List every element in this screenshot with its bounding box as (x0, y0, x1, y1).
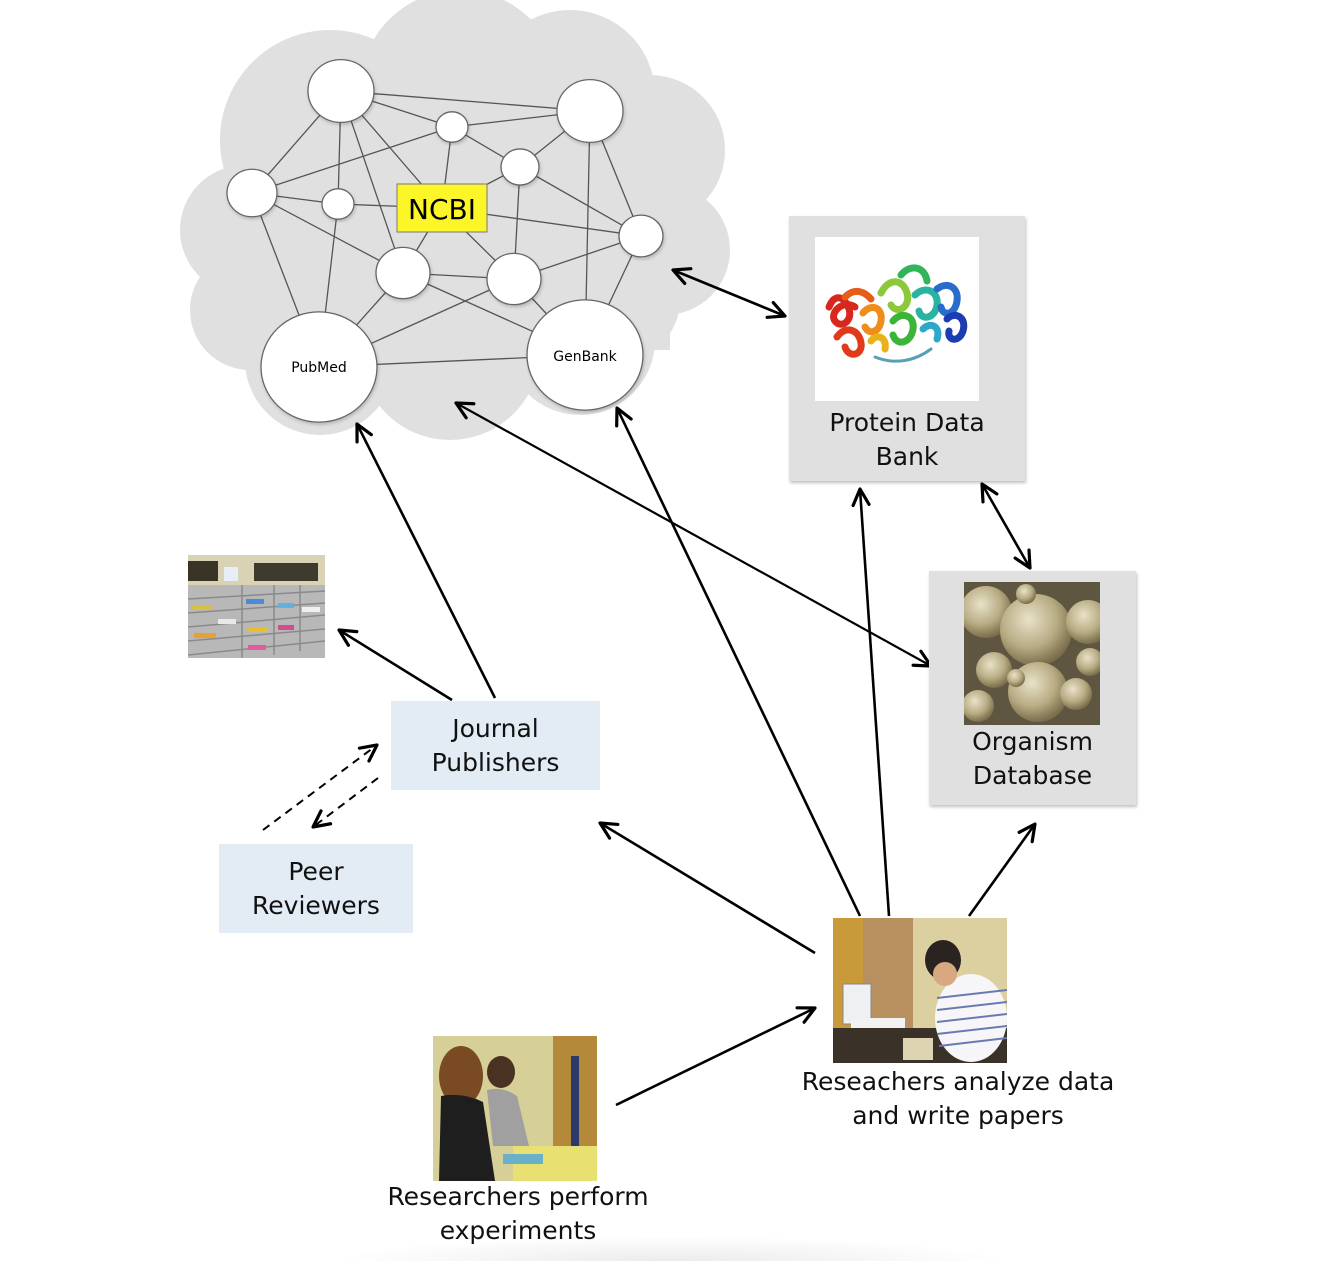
arrow-analyze-organism (967, 822, 1037, 917)
arrow-analyze-pdb (851, 487, 891, 917)
protein-ribbon-icon (825, 264, 968, 363)
network-node-n6[interactable] (500, 148, 540, 186)
network-node-n2[interactable] (435, 111, 469, 143)
organism-database-label: Organism Database (972, 727, 1093, 790)
lab-bench-icon (433, 1036, 597, 1181)
peer-reviewers-box[interactable]: Peer Reviewers (219, 844, 413, 933)
journal-publishers-label: Journal Publishers (431, 713, 560, 777)
arrow-reviewers-publishers (262, 743, 379, 831)
network-node-n8[interactable] (375, 246, 431, 300)
arrow-publishers-pubmed (355, 422, 497, 699)
protein-structure-image (815, 237, 979, 401)
lab-bench-image (433, 1036, 597, 1181)
arrow-pdb-organism (980, 482, 1032, 570)
network-node-n9[interactable] (486, 252, 542, 306)
arrow-experiments-analyze (615, 1006, 817, 1107)
bottom-shadow (330, 1236, 1010, 1261)
network-edge (251, 192, 404, 274)
network-edge (519, 166, 642, 237)
organism-database-box[interactable]: Organism Database (929, 571, 1136, 805)
network-node-n4[interactable] (226, 168, 278, 218)
network-edge (251, 126, 453, 194)
arrow-publishers-shelves (337, 628, 453, 702)
arrow-analyze-publishers (598, 821, 816, 955)
network-node-n7[interactable] (618, 214, 664, 258)
yeast-cells-icon (964, 582, 1100, 725)
arrow-cloud-pdb (671, 267, 787, 319)
network-node-n1[interactable] (307, 59, 375, 124)
journal-publishers-box[interactable]: Journal Publishers (391, 701, 600, 790)
yeast-cells-image (964, 582, 1100, 725)
ncbi-label-box[interactable] (396, 183, 488, 233)
genbank-label: GenBank (553, 349, 617, 365)
journal-shelves-image (188, 555, 325, 658)
network-node-pubmed[interactable] (260, 311, 378, 423)
arrow-cloud-organism (454, 401, 933, 668)
arrow-analyze-genbank (615, 406, 862, 917)
researchers-experiments-caption: Researchers perform experiments (387, 1182, 649, 1245)
arrows (262, 267, 1037, 1107)
network-nodes (226, 59, 664, 423)
network-node-n3[interactable] (556, 79, 624, 144)
network-edge (340, 90, 591, 112)
protein-data-bank-box[interactable]: Protein Data Bank (789, 216, 1025, 481)
researcher-laptop-icon (833, 918, 1007, 1063)
researchers-analyze-caption: Reseachers analyze data and write papers (801, 1067, 1115, 1130)
peer-reviewers-label: Peer Reviewers (252, 856, 380, 920)
protein-data-bank-label: Protein Data Bank (829, 408, 985, 471)
researcher-laptop-image (833, 918, 1007, 1063)
journal-shelves-icon (188, 555, 325, 658)
network-node-n5[interactable] (321, 188, 355, 220)
pubmed-label: PubMed (291, 360, 347, 376)
ncbi-label: NCBI (408, 193, 476, 226)
